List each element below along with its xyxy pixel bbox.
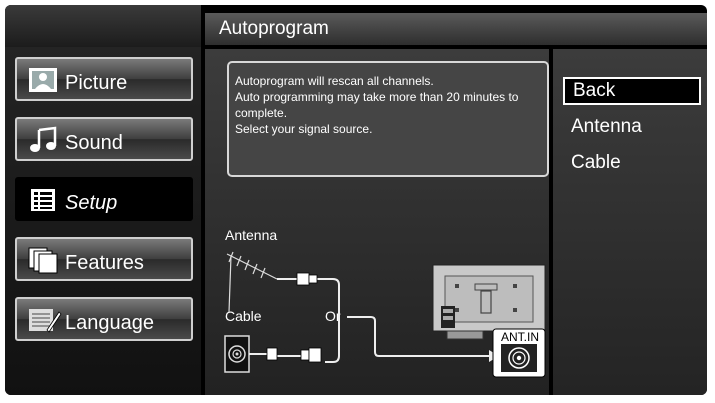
antenna-icon — [226, 251, 278, 313]
connector-plug-icon — [266, 347, 322, 363]
sidebar-item-setup[interactable]: Setup — [15, 177, 193, 221]
page-title: Autoprogram — [219, 18, 329, 39]
cable-line — [249, 353, 301, 357]
music-note-icon — [30, 126, 57, 152]
diagram-graphics — [224, 251, 546, 378]
info-line: Select your signal source. — [235, 122, 373, 136]
sidebar-item-label: Setup — [65, 192, 118, 214]
setup-grid-icon — [31, 189, 55, 211]
info-line: complete. — [235, 106, 288, 120]
sidebar-item-sound[interactable]: Sound — [15, 117, 193, 161]
options-panel: Back Antenna Cable — [553, 49, 707, 395]
sidebar-item-picture[interactable]: Picture — [15, 57, 193, 101]
cable-label: Cable — [225, 308, 262, 324]
info-message-box: Autoprogram will rescan all channels. Au… — [227, 61, 549, 177]
sidebar-item-features[interactable]: Features — [15, 237, 193, 281]
option-label: Antenna — [571, 116, 642, 137]
connection-diagram: Antenna Cable Or — [205, 184, 549, 394]
or-label: Or — [325, 308, 341, 324]
tv-back-icon — [432, 264, 546, 340]
cable-outlet-icon — [224, 335, 250, 373]
antenna-cable — [277, 278, 340, 363]
sidebar-item-label: Sound — [65, 132, 123, 154]
picture-icon — [29, 68, 57, 92]
info-line: Auto programming may take more than 20 m… — [235, 90, 519, 104]
content-panel: Autoprogram will rescan all channels. Au… — [205, 49, 549, 395]
info-line: Autoprogram will rescan all channels. — [235, 74, 434, 88]
sidebar-item-label: Picture — [65, 72, 128, 94]
sidebar-item-label: Features — [65, 252, 144, 274]
sidebar-item-label: Language — [65, 312, 154, 334]
ant-in-label: ANT.IN — [500, 330, 539, 344]
tv-menu-screen: Picture Sound Setup — [5, 5, 707, 395]
sidebar-header — [5, 5, 201, 47]
sidebar: Picture Sound Setup — [5, 5, 201, 395]
ant-in-port-icon — [492, 328, 546, 378]
option-label: Cable — [571, 152, 621, 173]
features-cards-icon — [28, 247, 58, 274]
header-bar: Autoprogram — [205, 13, 707, 45]
signal-path — [347, 316, 489, 357]
language-icon — [29, 309, 62, 333]
option-cable[interactable]: Cable — [563, 149, 701, 177]
option-back[interactable]: Back — [563, 77, 701, 105]
option-antenna[interactable]: Antenna — [563, 113, 701, 141]
antenna-label: Antenna — [225, 227, 278, 243]
sidebar-item-language[interactable]: Language — [15, 297, 193, 341]
option-label: Back — [573, 80, 616, 101]
connector-plug-icon — [296, 272, 318, 286]
